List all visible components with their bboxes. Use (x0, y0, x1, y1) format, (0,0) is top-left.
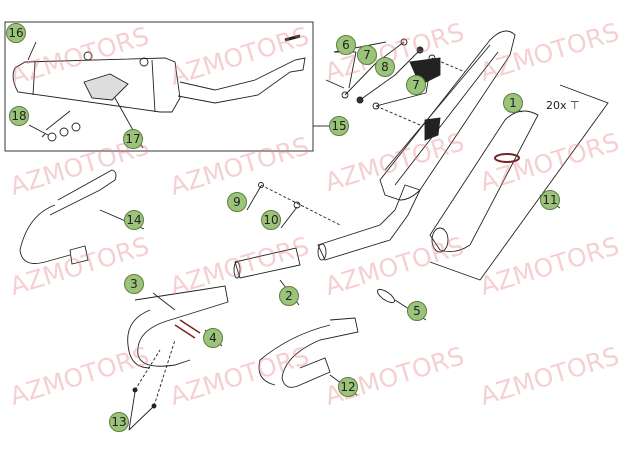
header-pipe-drawing (134, 285, 229, 367)
callout-7b[interactable]: 7 (406, 75, 426, 95)
callout-17[interactable]: 17 (123, 129, 143, 149)
callout-8[interactable]: 8 (375, 57, 395, 77)
callout-10[interactable]: 10 (261, 210, 281, 230)
callout-3[interactable]: 3 (124, 274, 144, 294)
callout-16[interactable]: 16 (6, 23, 26, 43)
callout-15[interactable]: 15 (329, 116, 349, 136)
screw-icon: ⊤ (570, 99, 580, 112)
callout-13[interactable]: 13 (109, 412, 129, 432)
callout-1[interactable]: 1 (503, 93, 523, 113)
callout-18[interactable]: 18 (9, 106, 29, 126)
callout-14[interactable]: 14 (124, 210, 144, 230)
quantity-note: 20x ⊤ (546, 99, 580, 112)
muffler-assembly-drawing (12, 57, 181, 113)
silencer-packing-drawing (429, 110, 539, 253)
callout-4[interactable]: 4 (203, 328, 223, 348)
muffler-drawing (379, 30, 516, 201)
callout-5[interactable]: 5 (407, 301, 427, 321)
callout-2[interactable]: 2 (279, 286, 299, 306)
callout-9[interactable]: 9 (227, 192, 247, 212)
callout-6[interactable]: 6 (336, 35, 356, 55)
quantity-note-text: 20x (546, 99, 567, 112)
assembly-inset-box (4, 21, 314, 152)
header-pipe-alt-drawing (19, 169, 117, 264)
callout-12[interactable]: 12 (338, 377, 358, 397)
callout-7[interactable]: 7 (357, 45, 377, 65)
header-pipe-alt2-drawing (281, 317, 359, 388)
callout-11[interactable]: 11 (540, 190, 560, 210)
link-pipe-drawing (317, 184, 421, 261)
